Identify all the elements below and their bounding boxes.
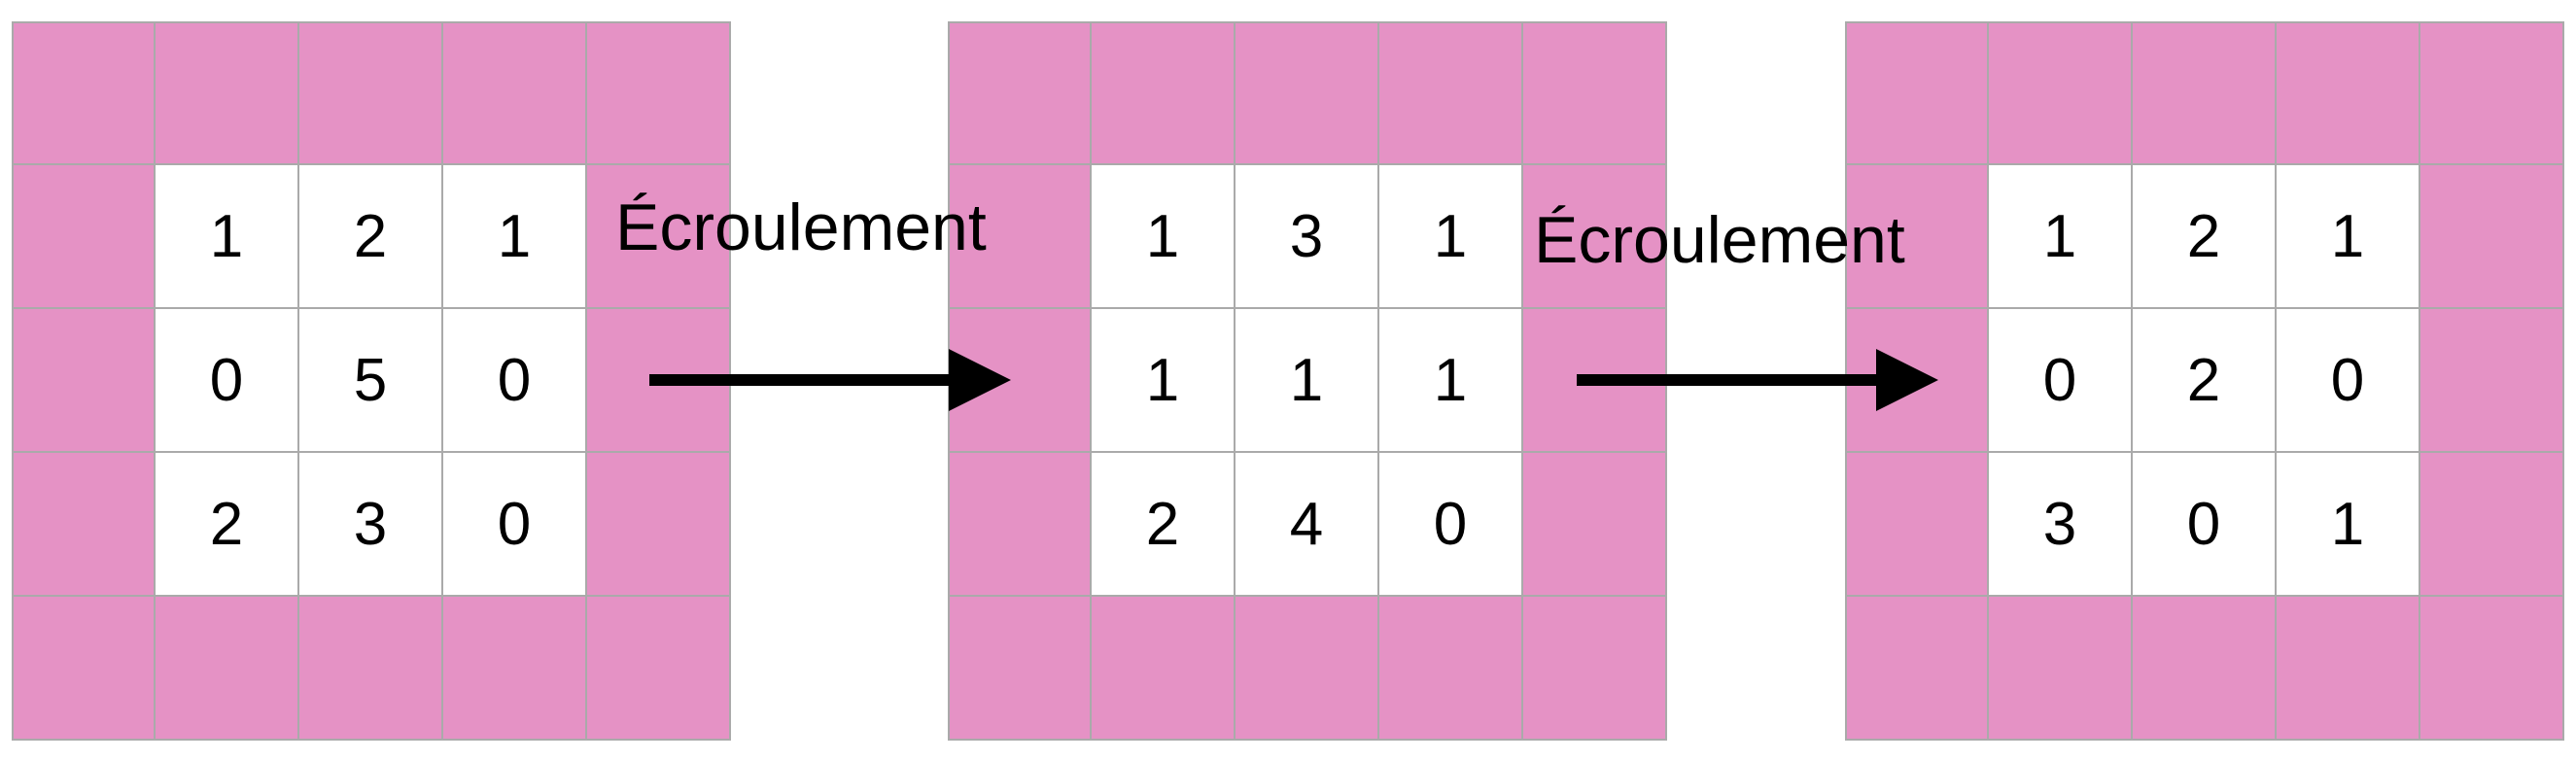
grid-cell-value: 1: [1379, 165, 1523, 309]
grid-cell-value: 1: [1092, 165, 1236, 309]
boundary-cell: [2277, 597, 2420, 741]
boundary-cell: [443, 597, 587, 741]
boundary-cell: [1092, 597, 1236, 741]
boundary-cell: [12, 165, 156, 309]
grid-cell-value: 5: [299, 309, 443, 453]
boundary-cell: [2133, 21, 2277, 165]
boundary-cell: [299, 597, 443, 741]
boundary-cell: [1845, 597, 1989, 741]
grid-cell-value: 1: [1092, 309, 1236, 453]
boundary-cell: [2420, 21, 2564, 165]
grid-cell-value: 1: [443, 165, 587, 309]
boundary-cell: [1379, 21, 1523, 165]
grid-cell-value: 0: [1989, 309, 2133, 453]
grid-cell-value: 2: [2133, 309, 2277, 453]
boundary-cell: [2277, 21, 2420, 165]
boundary-cell: [1523, 597, 1667, 741]
grid-cell-value: 3: [1989, 453, 2133, 597]
boundary-cell: [2420, 309, 2564, 453]
boundary-cell: [948, 453, 1092, 597]
grid-cell-value: 1: [2277, 165, 2420, 309]
boundary-cell: [1523, 165, 1667, 309]
boundary-cell: [1989, 597, 2133, 741]
boundary-cell: [948, 21, 1092, 165]
boundary-cell: [587, 165, 731, 309]
grid-cell-value: 4: [1236, 453, 1379, 597]
grid-cell-value: 1: [2277, 453, 2420, 597]
boundary-cell: [1236, 21, 1379, 165]
boundary-cell: [1523, 453, 1667, 597]
grid-cell-value: 0: [443, 453, 587, 597]
grid-cell-value: 0: [443, 309, 587, 453]
grid-cell-value: 0: [2133, 453, 2277, 597]
grid-cell-value: 3: [1236, 165, 1379, 309]
grid-cell-value: 0: [156, 309, 299, 453]
boundary-cell: [2420, 453, 2564, 597]
boundary-cell: [587, 453, 731, 597]
boundary-cell: [443, 21, 587, 165]
grid-cell-value: 0: [1379, 453, 1523, 597]
boundary-cell: [587, 597, 731, 741]
boundary-cell: [1845, 453, 1989, 597]
boundary-cell: [299, 21, 443, 165]
boundary-cell: [156, 21, 299, 165]
boundary-cell: [1092, 21, 1236, 165]
boundary-cell: [1379, 597, 1523, 741]
boundary-cell: [1845, 165, 1989, 309]
boundary-cell: [1236, 597, 1379, 741]
boundary-cell: [1523, 21, 1667, 165]
boundary-cell: [2133, 597, 2277, 741]
grid-cell-value: 2: [156, 453, 299, 597]
grid-cell-value: 2: [299, 165, 443, 309]
transition-label-1: Écroulement: [615, 190, 987, 264]
grid-cell-value: 1: [156, 165, 299, 309]
boundary-cell: [587, 21, 731, 165]
boundary-cell: [948, 165, 1092, 309]
grid-cell-value: 1: [1989, 165, 2133, 309]
boundary-cell: [1845, 21, 1989, 165]
boundary-cell: [1989, 21, 2133, 165]
boundary-cell: [12, 597, 156, 741]
grid-cell-value: 1: [1236, 309, 1379, 453]
grid-cell-value: 2: [2133, 165, 2277, 309]
grid-cell-value: 1: [1379, 309, 1523, 453]
boundary-cell: [2420, 165, 2564, 309]
grid-cell-value: 2: [1092, 453, 1236, 597]
boundary-cell: [12, 309, 156, 453]
grid-cell-value: 0: [2277, 309, 2420, 453]
boundary-cell: [2420, 597, 2564, 741]
boundary-cell: [156, 597, 299, 741]
right-arrow-icon: [1577, 349, 1938, 411]
boundary-cell: [948, 597, 1092, 741]
right-arrow-icon: [649, 349, 1011, 411]
boundary-cell: [12, 453, 156, 597]
grid-cell-value: 3: [299, 453, 443, 597]
boundary-cell: [12, 21, 156, 165]
transition-label-2: Écroulement: [1534, 203, 1905, 277]
